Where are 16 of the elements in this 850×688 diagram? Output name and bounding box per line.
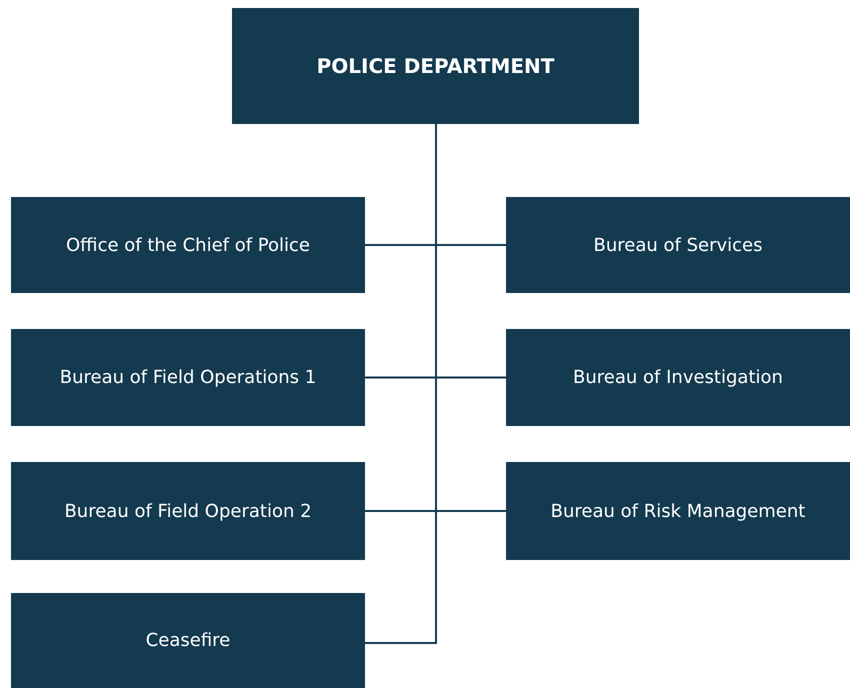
unit-box <box>506 329 850 426</box>
unit-box <box>11 593 365 688</box>
unit-name: Bureau of Investigation <box>573 367 783 388</box>
department-title: POLICE DEPARTMENT <box>316 54 554 78</box>
unit-name: Ceasefire <box>146 630 230 651</box>
unit-name: Bureau of Services <box>594 234 762 256</box>
unit-name: Bureau of Field Operation 2 <box>64 500 312 522</box>
unit-box <box>506 197 850 293</box>
unit-name: Office of the Chief of Police <box>66 234 310 256</box>
unit-name: Bureau of Risk Management <box>550 500 806 522</box>
unit-name: Bureau of Field Operations 1 <box>60 367 316 388</box>
unit-box <box>11 197 365 293</box>
unit-box <box>506 462 850 560</box>
unit-box <box>11 329 365 426</box>
department-box <box>232 8 639 124</box>
unit-box <box>11 462 365 560</box>
